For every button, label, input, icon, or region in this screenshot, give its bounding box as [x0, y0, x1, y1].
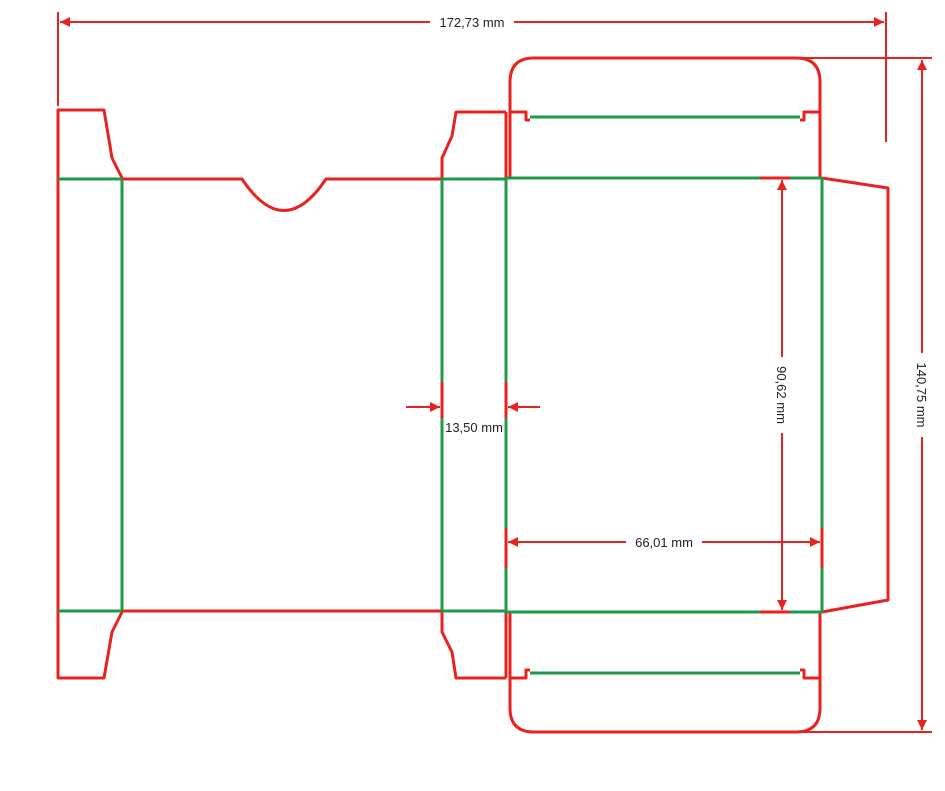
left-glue-flap — [56, 108, 124, 680]
total-width-label: 172,73 mm — [439, 15, 504, 30]
panel-height-label: 90,62 mm — [774, 366, 789, 424]
top-tuck-flap — [508, 56, 822, 178]
side-width-label: 13,50 mm — [445, 420, 503, 435]
total-height-label-bg — [914, 353, 930, 437]
back-panel-top-edge — [122, 177, 442, 212]
panel-height-label-bg — [774, 357, 790, 433]
top-tuck-slit-left — [510, 110, 530, 122]
total-height-label: 140,75 mm — [914, 362, 929, 427]
bottom-tuck-slit-right — [800, 668, 820, 680]
bottom-tuck-slit-left — [510, 668, 530, 680]
cut-lines — [56, 56, 890, 734]
fold-lines — [58, 115, 824, 675]
top-tuck-slit-right — [800, 110, 820, 122]
panel-width-label-bg — [626, 534, 702, 550]
bottom-tuck-flap — [508, 612, 822, 734]
panel-width-label: 66,01 mm — [635, 535, 693, 550]
dimension-labels: 172,73 mm 140,75 mm 90,62 mm 66,01 mm 13… — [430, 14, 930, 550]
side-panel-top-tab — [440, 110, 506, 179]
right-side-flap — [821, 176, 890, 614]
side-panel-bottom-tab — [440, 611, 506, 680]
total-width-label-bg — [430, 14, 514, 30]
